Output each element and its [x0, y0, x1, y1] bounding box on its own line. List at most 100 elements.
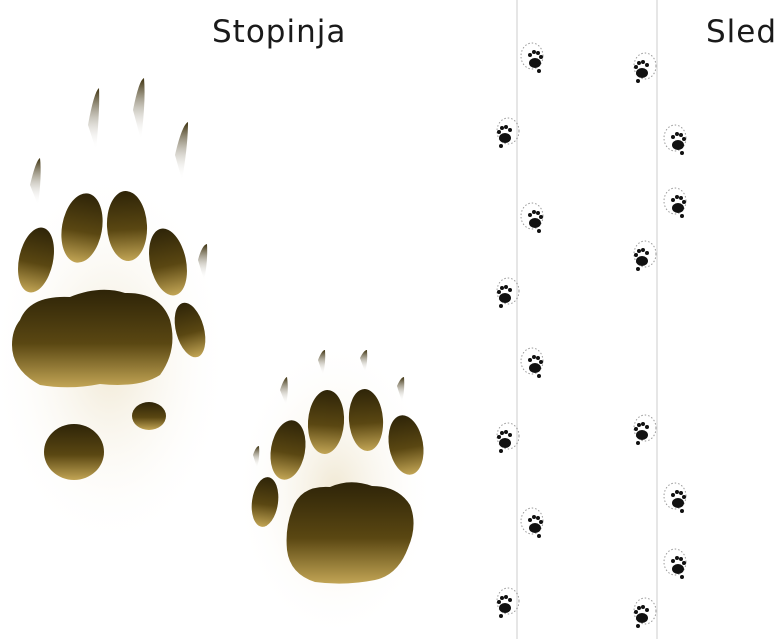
trail-footprint-toe: [634, 610, 638, 614]
trail-footprint: [521, 203, 543, 233]
trail-footprint-heel: [537, 229, 541, 233]
trail-footprint-toe: [504, 125, 508, 129]
trail-footprint-toe: [682, 137, 686, 141]
trail-footprint-toe: [641, 422, 645, 426]
trail-footprint-toe: [645, 63, 649, 67]
trail-footprint-toe: [508, 288, 512, 292]
trail-footprint-toe: [528, 518, 532, 522]
trail-footprint-toe: [500, 596, 504, 600]
trail-footprint-pad: [636, 613, 648, 623]
trail-footprint-heel: [680, 214, 684, 218]
trail-footprint-toe: [500, 126, 504, 130]
trail-footprint: [634, 241, 656, 271]
trail-footprint-toe: [679, 491, 683, 495]
trail-footprint-heel: [680, 575, 684, 579]
trail-footprint: [521, 348, 543, 378]
trail-footprint-pad: [529, 523, 541, 533]
trail-footprint: [634, 415, 656, 445]
trail-footprint-toe: [671, 198, 675, 202]
trail-footprint-pad: [636, 256, 648, 266]
trail-footprint-toe: [504, 285, 508, 289]
trail-footprint-pad: [672, 564, 684, 574]
trail-footprint-toe: [682, 561, 686, 565]
trail-footprint-toe: [536, 516, 540, 520]
trail-footprint-toe: [539, 215, 543, 219]
trail-footprint-toe: [675, 556, 679, 560]
trail-footprint-pad: [529, 58, 541, 68]
trail-footprint-heel: [680, 509, 684, 513]
trail-footprint-toe: [641, 248, 645, 252]
trail-footprint-pad: [499, 133, 511, 143]
trail-footprint-toe: [679, 133, 683, 137]
trail-footprint-toe: [679, 196, 683, 200]
trail-footprint-toe: [539, 360, 543, 364]
trail-footprint: [664, 188, 686, 218]
trail-footprint-toe: [532, 515, 536, 519]
trail-footprint-pad: [672, 140, 684, 150]
trail-footprint-toe: [536, 356, 540, 360]
trail-footprint-toe: [675, 132, 679, 136]
trail-footprint-toe: [682, 495, 686, 499]
trail-footprint-toe: [671, 135, 675, 139]
trail-footprint-toe: [504, 430, 508, 434]
trail-footprint-toe: [497, 130, 501, 134]
trail-footprint: [664, 125, 686, 155]
trail-footprint-pad: [529, 363, 541, 373]
trail-footprint-toe: [504, 595, 508, 599]
trail-footprint-toe: [682, 200, 686, 204]
trail-footprint-pad: [499, 603, 511, 613]
trail-footprint: [521, 508, 543, 538]
trail-footprint-toe: [508, 433, 512, 437]
trail-footprint-toe: [637, 61, 641, 65]
trail-footprint-toe: [536, 211, 540, 215]
trail-footprint-toe: [500, 286, 504, 290]
trail-footprint-toe: [671, 559, 675, 563]
trail-footprint-toe: [641, 60, 645, 64]
trail-footprint-toe: [634, 427, 638, 431]
trail-footprint-toe: [508, 598, 512, 602]
trail-footprint-toe: [539, 55, 543, 59]
trail-footprint-pad: [636, 430, 648, 440]
trail-footprint-heel: [499, 614, 503, 618]
trail-footprint-toe: [634, 65, 638, 69]
trail-footprint-heel: [537, 69, 541, 73]
trail-footprint-pad: [529, 218, 541, 228]
trail-footprint-toe: [532, 210, 536, 214]
trail-footprint-toe: [528, 53, 532, 57]
trail-footprint-toe: [497, 600, 501, 604]
trail-footprint: [497, 278, 519, 308]
trail-footprint-toe: [539, 520, 543, 524]
trail-footprint-toe: [679, 557, 683, 561]
trail-footprint-toe: [634, 253, 638, 257]
trail-footprint-toe: [675, 195, 679, 199]
trail-footprint-toe: [497, 435, 501, 439]
trail-footprint: [497, 423, 519, 453]
trail-footprint: [521, 43, 543, 73]
trail-footprint-pad: [672, 498, 684, 508]
trail-footprint: [634, 53, 656, 83]
trail-footprint-heel: [537, 534, 541, 538]
trail-footprint-heel: [537, 374, 541, 378]
trail-footprint: [497, 118, 519, 148]
trail-footprint-toe: [508, 128, 512, 132]
trail-footprint-toe: [637, 606, 641, 610]
trail-footprint-toe: [641, 605, 645, 609]
trail-footprint-toe: [536, 51, 540, 55]
trail-footprint-toe: [637, 249, 641, 253]
trail-footprint-toe: [645, 251, 649, 255]
trail-footprint-heel: [499, 449, 503, 453]
trail-footprint-toe: [532, 50, 536, 54]
trail-footprint-heel: [636, 441, 640, 445]
trail-footprint-pad: [672, 203, 684, 213]
trail-footprint: [634, 598, 656, 628]
trail-footprint: [664, 483, 686, 513]
trail-footprint-toe: [528, 213, 532, 217]
trail-footprint-heel: [680, 151, 684, 155]
trail-footprint: [497, 588, 519, 618]
trail-footprint-pad: [499, 438, 511, 448]
trail-footprint-toe: [497, 290, 501, 294]
trail-footprint: [664, 549, 686, 579]
trail-footprint-heel: [636, 624, 640, 628]
trail-footprint-toe: [528, 358, 532, 362]
